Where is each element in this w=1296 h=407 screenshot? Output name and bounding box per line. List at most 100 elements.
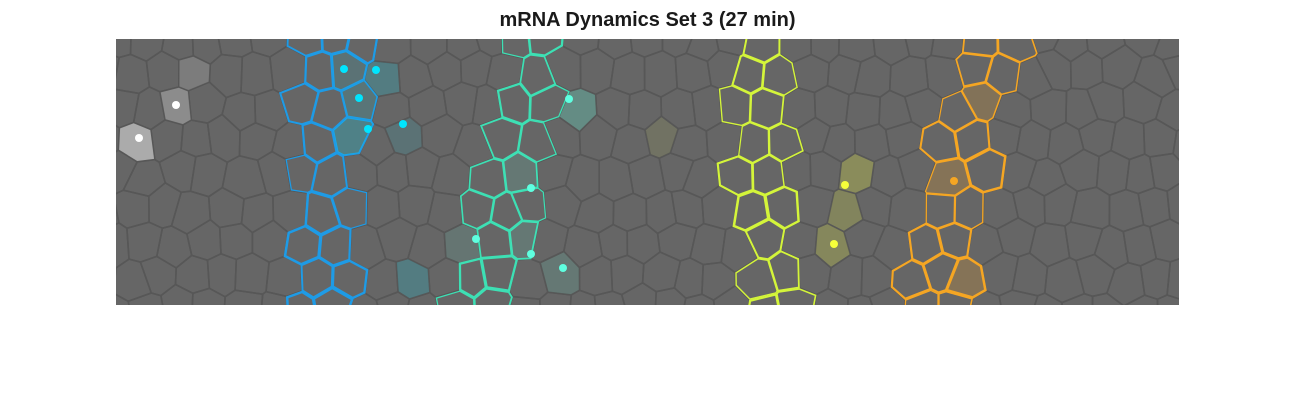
nucleus-dot bbox=[172, 101, 180, 109]
nucleus-dot bbox=[399, 120, 407, 128]
active-cell bbox=[119, 123, 155, 161]
nucleus-dot bbox=[830, 240, 838, 248]
cell-outline bbox=[223, 289, 264, 305]
stripe-cell-outline bbox=[340, 79, 379, 122]
cell-outline bbox=[654, 287, 687, 305]
cell-outline bbox=[998, 289, 1039, 305]
active-cell bbox=[645, 117, 678, 158]
cell-outline bbox=[1156, 294, 1179, 305]
cell-outline bbox=[1161, 54, 1179, 91]
stripe-cell-outline bbox=[764, 185, 800, 230]
stripe-cell-outline bbox=[762, 53, 798, 96]
stripe-cell-outline bbox=[749, 87, 785, 130]
nucleus-dot bbox=[565, 95, 573, 103]
stripe-cell-outline bbox=[490, 190, 523, 232]
cell-outline bbox=[712, 284, 751, 305]
stripe-cell-outline bbox=[331, 187, 368, 230]
cell-outline bbox=[1166, 258, 1179, 300]
active-cell bbox=[509, 221, 538, 259]
stripe-cell-outline bbox=[479, 117, 523, 162]
active-cell bbox=[946, 257, 986, 298]
cell-outline bbox=[434, 289, 476, 305]
stripe-cell-outline bbox=[997, 39, 1038, 63]
cell-outline bbox=[683, 293, 716, 305]
stripe-cell-outline bbox=[955, 52, 994, 88]
stripe-cell-outline bbox=[435, 290, 475, 305]
cell-outline bbox=[509, 295, 541, 305]
stripe-cell-outline bbox=[312, 286, 354, 305]
nucleus-dot bbox=[372, 66, 380, 74]
nucleus-dot bbox=[527, 250, 535, 258]
active-cell bbox=[333, 117, 373, 156]
active-cell bbox=[396, 259, 430, 299]
stripe-cell-outline bbox=[332, 116, 375, 157]
nucleus-dot bbox=[527, 184, 535, 192]
stripe-cell-outline bbox=[961, 82, 1002, 123]
stripe-cell-outline bbox=[738, 122, 770, 164]
active-cell bbox=[925, 159, 970, 195]
active-cell bbox=[179, 56, 210, 91]
stripe-cell-outline bbox=[502, 151, 539, 194]
image-background bbox=[116, 39, 1179, 305]
tissue-voronoi-image bbox=[116, 39, 1179, 305]
stripe-cell-outline bbox=[938, 290, 974, 305]
stripe-cell-outline bbox=[776, 288, 817, 305]
cell-outline bbox=[1061, 292, 1094, 305]
active-cell bbox=[541, 252, 579, 295]
cell-outline bbox=[538, 291, 573, 305]
cell-outline bbox=[1166, 182, 1179, 225]
stripe-cell-outline bbox=[473, 287, 513, 305]
stripe-cell-outline bbox=[748, 293, 780, 305]
stripe-cell-outline bbox=[501, 39, 531, 59]
nucleus-dot bbox=[364, 125, 372, 133]
cell-outline bbox=[1091, 292, 1124, 305]
cell-outline bbox=[846, 294, 874, 305]
nucleus-dot bbox=[950, 177, 958, 185]
cell-outline bbox=[1123, 294, 1159, 305]
stripe-cell-outline bbox=[301, 121, 338, 165]
active-cell bbox=[828, 189, 863, 231]
cell-outline bbox=[191, 287, 226, 305]
stripe-cell-outline bbox=[944, 256, 987, 299]
cell-outline bbox=[813, 287, 849, 305]
stripe-cell-outline bbox=[718, 85, 752, 127]
stripe-cell-outline bbox=[331, 259, 369, 300]
cell-outline bbox=[260, 290, 288, 305]
stripe-cell-outline bbox=[285, 290, 316, 305]
stripe-cell-outline bbox=[963, 147, 1007, 194]
stripe-outlines-layer bbox=[278, 39, 1038, 305]
cell-outline bbox=[127, 292, 164, 305]
cell-outline bbox=[1172, 129, 1179, 162]
active-cell bbox=[445, 224, 480, 263]
active-cell bbox=[332, 51, 367, 91]
stripe-cell-outline bbox=[985, 52, 1021, 96]
stripe-cell-outline bbox=[731, 54, 766, 95]
stripe-cell-outline bbox=[517, 119, 558, 163]
nucleus-dot bbox=[559, 264, 567, 272]
nucleus-dot bbox=[135, 134, 143, 142]
stripe-cell-outline bbox=[528, 39, 564, 57]
stripe-cell-outline bbox=[768, 122, 804, 163]
cell-outline bbox=[593, 290, 626, 305]
stripe-cell-outline bbox=[924, 158, 971, 196]
nucleus-dot bbox=[340, 65, 348, 73]
embryo-image-panel bbox=[116, 39, 1179, 305]
stripe-cell-outline bbox=[529, 84, 570, 123]
stripe-cell-outline bbox=[744, 218, 786, 261]
active-cell bbox=[385, 117, 422, 155]
stripe-cell-outline bbox=[459, 188, 495, 230]
active-cell bbox=[962, 83, 1001, 122]
stripe-cell-outline bbox=[496, 82, 532, 126]
cell-outline bbox=[868, 286, 906, 305]
stripe-cell-outline bbox=[961, 39, 999, 57]
stripe-cell-outline bbox=[767, 250, 800, 292]
nuclei-layer bbox=[135, 65, 958, 272]
stripe-cell-outline bbox=[480, 254, 519, 293]
stripe-cell-outline bbox=[330, 49, 369, 92]
stripe-cell-outline bbox=[742, 39, 781, 64]
nucleus-dot bbox=[472, 235, 480, 243]
nucleus-dot bbox=[355, 94, 363, 102]
cell-outline bbox=[375, 291, 411, 305]
figure-title: mRNA Dynamics Set 3 (27 min) bbox=[499, 9, 796, 31]
active-cell bbox=[503, 152, 538, 193]
